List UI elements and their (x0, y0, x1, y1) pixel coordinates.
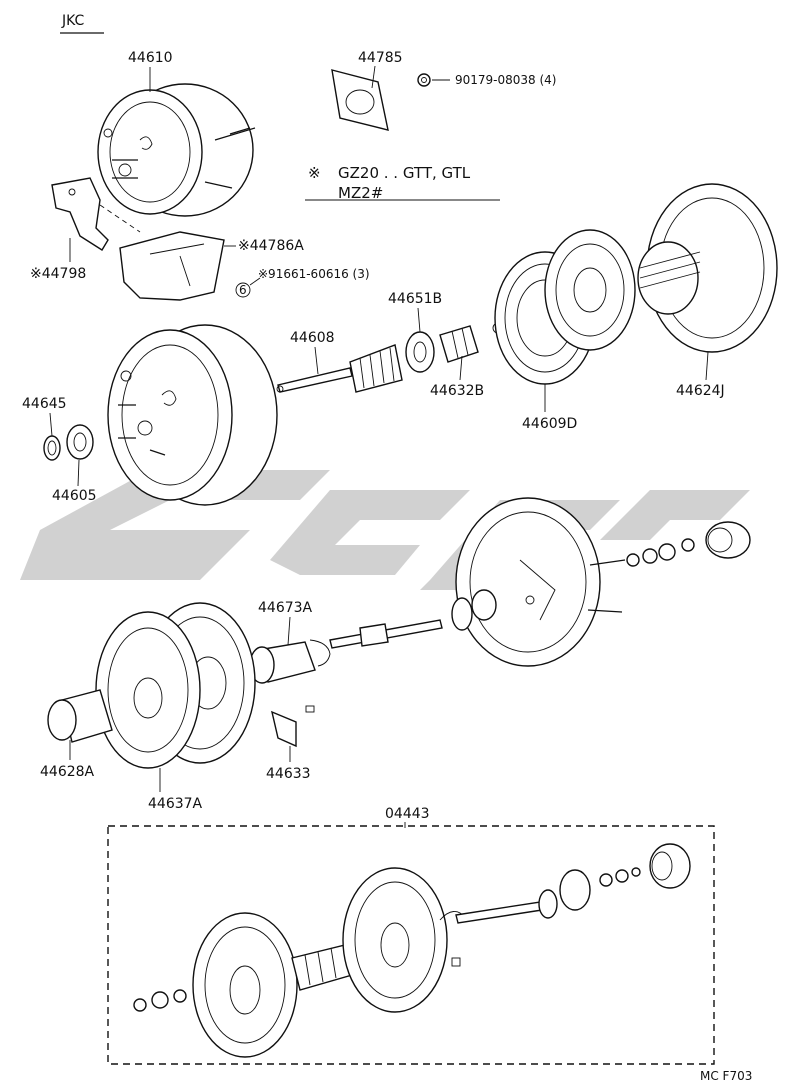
kit-parts (133, 843, 691, 1058)
label-44610: 44610 (128, 50, 173, 66)
nut-90179 (417, 73, 431, 87)
note-line2: MZ2# (338, 184, 383, 202)
label-91661: ※91661-60616 (3) (258, 267, 370, 281)
valve-44632b (439, 325, 479, 363)
seal-44605 (66, 424, 94, 460)
circle-6: 6 (239, 283, 247, 297)
label-44798: ※44798 (30, 266, 86, 282)
washer-44645 (43, 435, 61, 461)
diaphragm-44609d (494, 229, 636, 385)
booster-shell-front (107, 324, 278, 506)
valve-rod-lower (329, 589, 497, 649)
booster-assembly-top (97, 83, 256, 217)
diaphragm-44637a (95, 602, 256, 769)
label-44632b: 44632B (430, 383, 484, 399)
label-44673a: 44673A (258, 600, 313, 616)
clip-44633 (271, 705, 315, 748)
label-44785: 44785 (358, 50, 403, 66)
bracket-44786a (119, 231, 225, 301)
boot-44628a (47, 689, 113, 743)
label-44645: 44645 (22, 396, 67, 412)
label-44628a: 44628A (40, 764, 95, 780)
push-rod-44608 (276, 367, 353, 393)
footer-code: MC F703 (700, 1069, 752, 1083)
seal-stack-right (626, 521, 751, 567)
piston-44673a (249, 639, 331, 684)
boot-bellows (349, 344, 403, 393)
header-code: JKC (61, 13, 85, 29)
label-44637a: 44637A (148, 796, 203, 812)
label-44608: 44608 (290, 330, 335, 346)
label-04443: 04443 (385, 806, 430, 822)
retainer-44651b (405, 331, 435, 373)
watermark-logo (20, 470, 750, 590)
label-44609d: 44609D (522, 416, 577, 432)
gasket-44785 (331, 69, 389, 131)
label-44633: 44633 (266, 766, 311, 782)
label-44605: 44605 (52, 488, 97, 504)
kit-boundary (107, 825, 715, 1065)
note-line1: GZ20 . . GTT, GTL (338, 164, 471, 182)
booster-rear-plate (455, 497, 626, 667)
bracket-44798 (51, 177, 109, 251)
note-symbol: ※ (308, 164, 321, 182)
label-90179: 90179-08038 (4) (455, 73, 557, 87)
label-44651b: 44651B (388, 291, 442, 307)
label-44786a: ※44786A (238, 238, 304, 254)
shell-rear-44624j (637, 183, 778, 353)
label-44624j: 44624J (676, 383, 725, 399)
